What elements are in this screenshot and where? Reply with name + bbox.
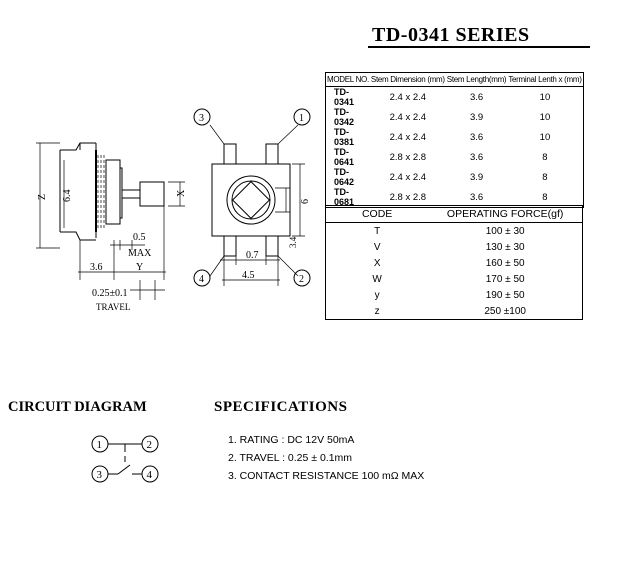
- dim-height-outer: Z: [37, 194, 48, 200]
- table-row: W 170 ± 50: [326, 271, 583, 287]
- dim-gap-note: MAX: [128, 248, 152, 259]
- model-no: TD-0381: [334, 127, 355, 147]
- top-stem: [231, 180, 271, 220]
- table-row: TD-0641 2.8 x 2.8 3.6 8: [326, 147, 584, 167]
- dim-gap: 0.5: [133, 232, 146, 243]
- dim-diameter: 3.4: [288, 236, 298, 248]
- top-body: [211, 163, 291, 237]
- terminal-1-label: 1: [299, 113, 304, 124]
- model-table-header: MODEL NO. Stem Dimension (mm) Stem Lengt…: [325, 72, 584, 87]
- terminal-1-circle: [293, 108, 311, 126]
- force-value: 170 ± 50: [485, 273, 525, 285]
- terminal-2-label: 2: [299, 274, 304, 285]
- force-value: 160 ± 50: [485, 257, 525, 269]
- side-view-drawing: Z 6.4 X 0.5 MAX 3.6 Y 0.25±0.1 TRAVEL: [36, 142, 187, 312]
- table-row: T 100 ± 30: [326, 223, 583, 240]
- dim-pitch-small: 0.7: [246, 250, 259, 261]
- stem-length: 3.6: [469, 151, 484, 163]
- specifications-heading: SPECIFICATIONS: [214, 399, 348, 415]
- circuit-diagram: 1 2 3 4: [91, 435, 159, 483]
- force-code: W: [372, 273, 382, 285]
- travel-label: TRAVEL: [96, 302, 130, 312]
- terminal-length: 10: [539, 131, 551, 143]
- terminal-length: 8: [542, 191, 548, 203]
- terminal-length: 8: [542, 151, 548, 163]
- circuit-switch: [108, 443, 142, 475]
- table-row: TD-0681 2.8 x 2.8 3.6 8: [326, 187, 584, 208]
- header-model-no: MODEL NO.: [325, 72, 370, 87]
- stem-dimension: 2.8 x 2.8: [389, 191, 427, 203]
- table-row: V 130 ± 30: [326, 239, 583, 255]
- force-code: X: [373, 257, 381, 269]
- stem-dimension: 2.4 x 2.4: [389, 111, 427, 123]
- series-title: TD-0341 SERIES: [372, 24, 530, 46]
- stem-dimension: 2.4 x 2.4: [389, 171, 427, 183]
- table-row: z 250 ±100: [326, 303, 583, 320]
- circuit-label-4: 4: [147, 469, 153, 481]
- terminal-4-label: 4: [199, 274, 204, 285]
- dim-stem: X: [176, 189, 187, 197]
- model-no: TD-0642: [334, 167, 355, 187]
- dim-height-inner: 6.4: [62, 190, 73, 203]
- force-value: 190 ± 50: [485, 289, 525, 301]
- circuit-label-3: 3: [97, 469, 103, 481]
- model-no: TD-0641: [334, 147, 355, 167]
- terminal-length: 10: [539, 111, 551, 123]
- circuit-diagram-heading: CIRCUIT DIAGRAM: [8, 399, 147, 415]
- stem-length: 3.6: [469, 131, 484, 143]
- header-operating-force: OPERATING FORCE(gf): [428, 205, 583, 223]
- dim-stem-len: Y: [136, 262, 143, 273]
- terminal-2-circle: [293, 269, 311, 287]
- header-stem-length: Stem Length(mm): [445, 72, 508, 87]
- spec-travel: 2. TRAVEL : 0.25 ± 0.1mm: [228, 452, 353, 464]
- side-stem: [139, 181, 165, 207]
- force-code: T: [374, 225, 381, 237]
- stem-dimension: 2.4 x 2.4: [389, 131, 427, 143]
- model-no: TD-0341: [334, 87, 355, 107]
- title-underline: [368, 46, 590, 48]
- model-no: TD-0342: [334, 107, 355, 127]
- circuit-label-1: 1: [97, 439, 103, 451]
- force-code: y: [374, 289, 380, 301]
- force-table-header: CODE OPERATING FORCE(gf): [325, 205, 583, 223]
- header-stem-dimension: Stem Dimension (mm): [369, 72, 446, 87]
- force-code: z: [374, 305, 380, 317]
- table-row: X 160 ± 50: [326, 255, 583, 271]
- force-value: 250 ±100: [484, 305, 526, 317]
- table-row: TD-0341 2.4 x 2.4 3.6 10: [326, 87, 584, 107]
- dim-base: 3.6: [90, 262, 103, 273]
- table-row: TD-0342 2.4 x 2.4 3.9 10: [326, 107, 584, 127]
- dim-pitch: 4.5: [242, 270, 255, 281]
- table-row: TD-0642 2.4 x 2.4 3.9 8: [326, 167, 584, 187]
- stem-length: 3.6: [469, 91, 484, 103]
- stem-length: 3.9: [469, 171, 484, 183]
- stem-length: 3.6: [469, 191, 484, 203]
- terminal-4-circle: [193, 269, 211, 287]
- circuit-label-2: 2: [147, 439, 153, 451]
- spec-contact-resistance: 3. CONTACT RESISTANCE 100 mΩ MAX: [228, 470, 425, 482]
- top-view-drawing: 3 1 4 2 0.7 4.5 6 3.4: [193, 108, 311, 287]
- model-table: MODEL NO. Stem Dimension (mm) Stem Lengt…: [325, 72, 584, 208]
- terminal-3-circle: [193, 108, 211, 126]
- spec-rating: 1. RATING : DC 12V 50mA: [228, 434, 355, 446]
- table-row: y 190 ± 50: [326, 287, 583, 303]
- header-terminal-length: Terminal Lenth x (mm): [507, 72, 584, 87]
- terminal-length: 8: [542, 171, 548, 183]
- terminal-length: 10: [539, 91, 551, 103]
- operating-force-table: CODE OPERATING FORCE(gf) T 100 ± 30 V 130 …: [325, 205, 583, 320]
- terminal-3-label: 3: [199, 113, 204, 124]
- dim-travel: 0.25±0.1: [92, 288, 128, 299]
- stem-length: 3.9: [469, 111, 484, 123]
- stem-dimension: 2.8 x 2.8: [389, 151, 427, 163]
- stem-dimension: 2.4 x 2.4: [389, 91, 427, 103]
- force-value: 130 ± 30: [485, 241, 525, 253]
- force-code: V: [373, 241, 381, 253]
- model-no: TD-0681: [334, 187, 355, 207]
- force-value: 100 ± 30: [485, 225, 525, 237]
- dim-body: 6: [300, 199, 311, 204]
- header-code: CODE: [325, 205, 429, 223]
- table-row: TD-0381 2.4 x 2.4 3.6 10: [326, 127, 584, 147]
- side-body-outline: [59, 142, 97, 241]
- top-button-outer: [226, 175, 276, 225]
